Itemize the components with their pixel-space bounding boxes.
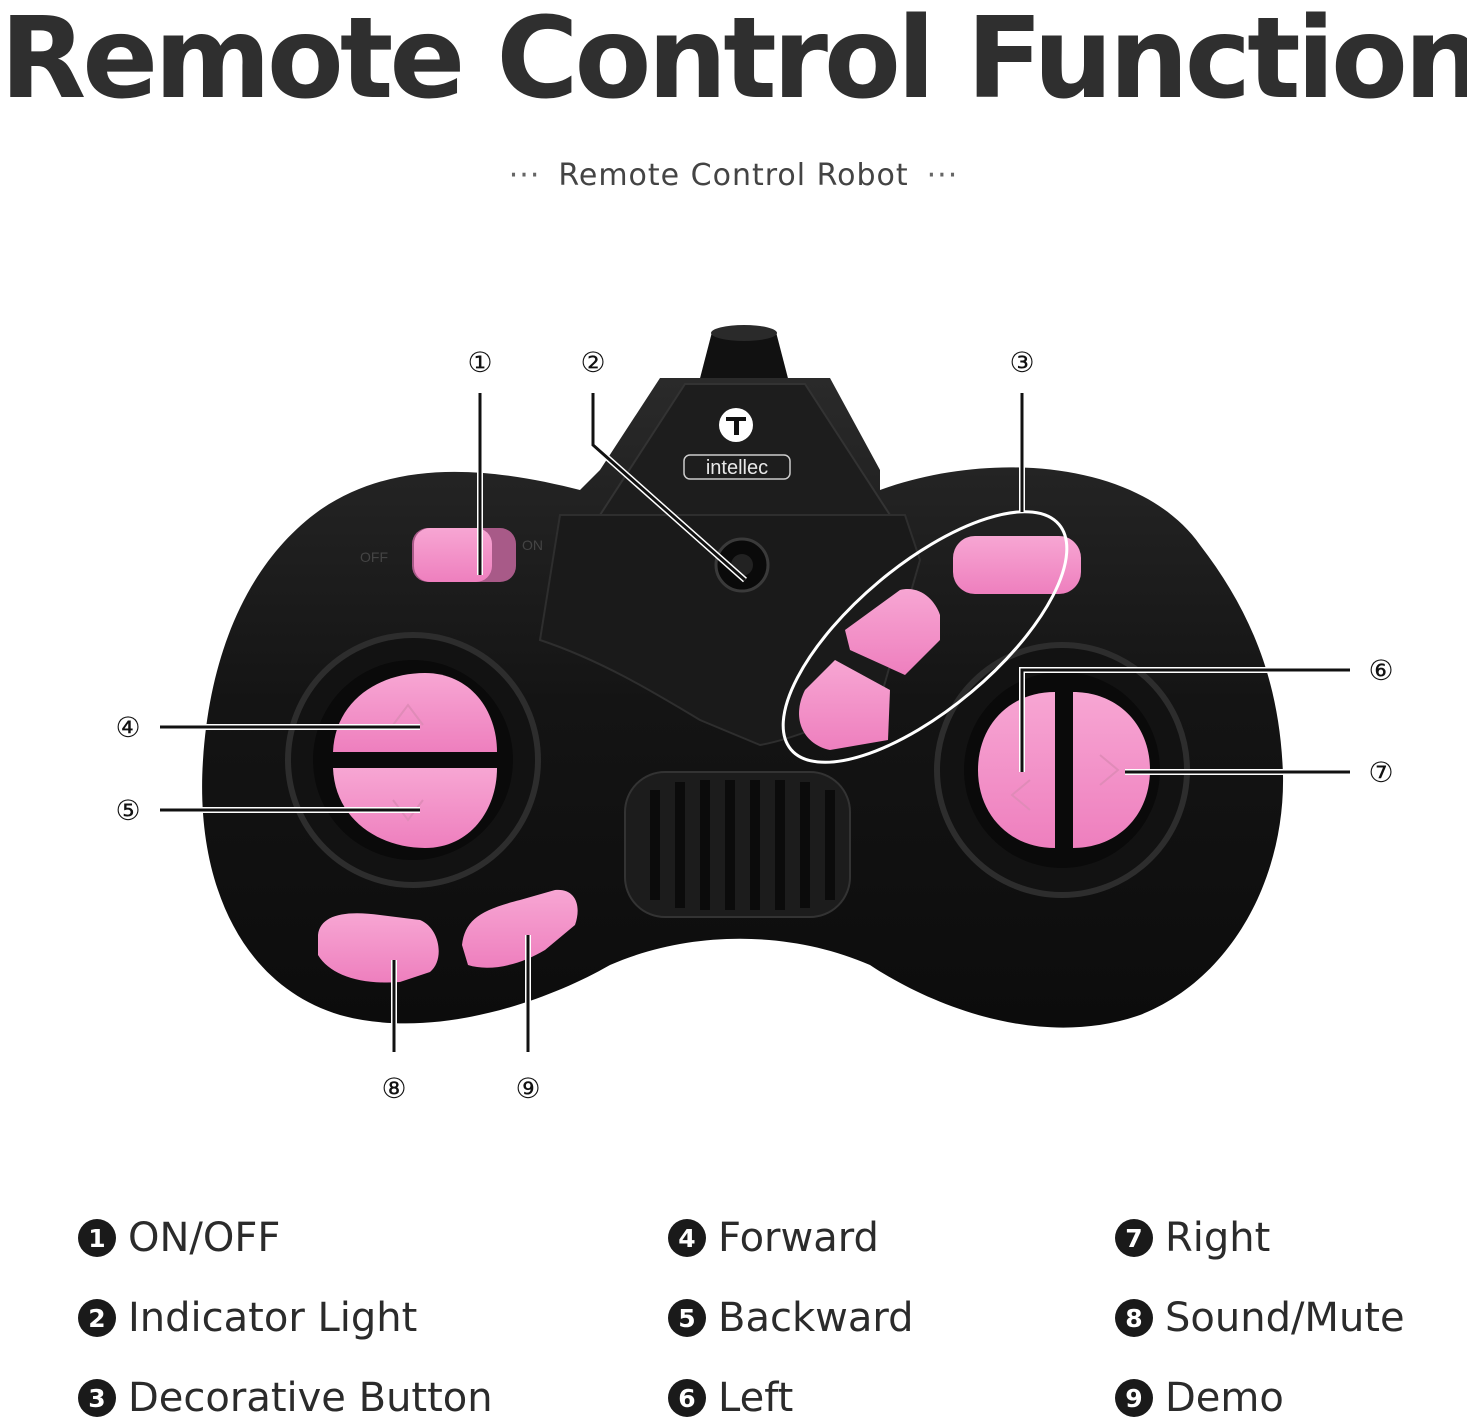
brand-label: intellec xyxy=(706,457,768,479)
decorative-buttons[interactable] xyxy=(799,536,1081,750)
legend-label: Sound/Mute xyxy=(1165,1295,1405,1341)
callout-2: ② xyxy=(580,346,605,379)
demo-button[interactable] xyxy=(462,889,578,968)
switch-on-label: ON xyxy=(522,537,543,553)
legend-label: Indicator Light xyxy=(128,1295,418,1341)
legend-number-badge: 9 xyxy=(1115,1379,1153,1417)
legend-item-sound-mute: 8 Sound/Mute xyxy=(1115,1295,1405,1341)
antenna xyxy=(698,325,790,386)
callout-4: ④ xyxy=(115,711,140,744)
right-button[interactable] xyxy=(1073,692,1150,848)
subtitle-text: Remote Control Robot xyxy=(558,158,909,193)
subtitle-dots-right: ··· xyxy=(926,158,959,193)
legend-label: Forward xyxy=(718,1215,879,1261)
callout-8: ⑧ xyxy=(381,1072,406,1105)
legend-item-left: 6 Left xyxy=(668,1375,793,1421)
legend-label: Right xyxy=(1165,1215,1271,1261)
callout-9: ⑨ xyxy=(515,1072,540,1105)
legend-label: ON/OFF xyxy=(128,1215,281,1261)
legend-label: Backward xyxy=(718,1295,914,1341)
legend-number-badge: 7 xyxy=(1115,1219,1153,1257)
forward-button[interactable] xyxy=(333,673,497,752)
leader-lines xyxy=(160,393,1350,1052)
sound-mute-button[interactable] xyxy=(318,913,439,983)
decorative-highlight-ring xyxy=(781,510,1069,764)
legend-item-backward: 5 Backward xyxy=(668,1295,913,1341)
legend-item-decorative-button: 3 Decorative Button xyxy=(78,1375,493,1421)
power-switch[interactable]: OFF ON xyxy=(360,528,543,582)
callout-5: ⑤ xyxy=(115,794,140,827)
legend: 1 ON/OFF 2 Indicator Light 3 Decorative But… xyxy=(0,1205,1467,1421)
down-arrow-icon xyxy=(392,799,424,822)
right-arrow-icon xyxy=(1099,754,1120,786)
legend-item-forward: 4 Forward xyxy=(668,1215,879,1261)
callout-7: ⑦ xyxy=(1368,756,1393,789)
legend-number-badge: 3 xyxy=(78,1379,116,1417)
logo-icon: intellec xyxy=(683,408,791,480)
legend-number-badge: 2 xyxy=(78,1299,116,1337)
subtitle-dots-left: ··· xyxy=(508,158,541,193)
legend-number-badge: 5 xyxy=(668,1299,706,1337)
switch-off-label: OFF xyxy=(360,549,388,565)
legend-label: Left xyxy=(718,1375,794,1421)
callout-1: ① xyxy=(467,346,492,379)
legend-item-right: 7 Right xyxy=(1115,1215,1270,1261)
indicator-light xyxy=(714,537,770,593)
page-title: Remote Control Function xyxy=(0,0,1467,124)
legend-number-badge: 8 xyxy=(1115,1299,1153,1337)
legend-item-on-off: 1 ON/OFF xyxy=(78,1215,280,1261)
up-arrow-icon xyxy=(392,703,424,726)
legend-label: Decorative Button xyxy=(128,1375,493,1421)
legend-number-badge: 6 xyxy=(668,1379,706,1417)
legend-item-demo: 9 Demo xyxy=(1115,1375,1284,1421)
remote-diagram: intellec OFF ON xyxy=(115,325,1394,1105)
legend-label: Demo xyxy=(1165,1375,1284,1421)
legend-number-badge: 1 xyxy=(78,1219,116,1257)
callout-6: ⑥ xyxy=(1368,654,1393,687)
left-arrow-icon xyxy=(1010,779,1031,811)
legend-item-indicator-light: 2 Indicator Light xyxy=(78,1295,417,1341)
callout-3: ③ xyxy=(1009,346,1034,379)
left-button[interactable] xyxy=(978,692,1055,848)
subtitle: ··· Remote Control Robot ··· xyxy=(0,158,1467,193)
legend-number-badge: 4 xyxy=(668,1219,706,1257)
